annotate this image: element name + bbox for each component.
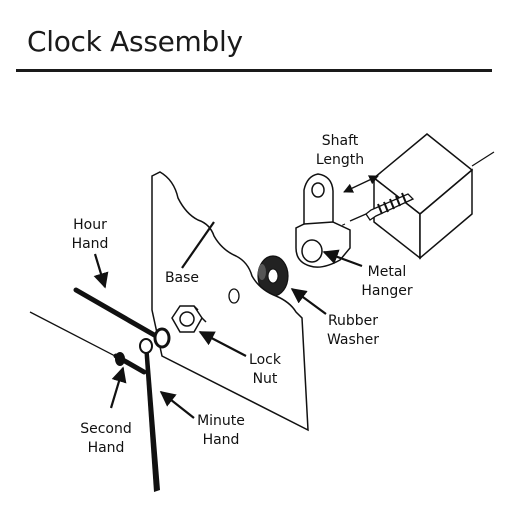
label-minute-hand: Minute Hand <box>197 413 245 448</box>
page-title: Clock Assembly <box>27 25 243 58</box>
label-shaft-length: Shaft Length <box>316 133 364 168</box>
hour-hand <box>73 287 171 349</box>
small-washer <box>228 288 240 304</box>
threaded-shaft <box>349 192 415 222</box>
label-rubber-washer: Rubber Washer <box>327 313 379 348</box>
label-minute-hand-line1: Minute <box>197 413 245 429</box>
label-second-hand-line1: Second <box>80 421 132 437</box>
second-hand <box>29 311 147 375</box>
clock-movement-box <box>372 133 495 260</box>
label-base-line1: Base <box>165 270 199 286</box>
label-second-hand: Second Hand <box>80 421 132 456</box>
label-shaft-length-line1: Shaft <box>322 133 359 149</box>
label-lock-nut: Lock Nut <box>249 352 282 387</box>
label-second-hand-line2: Hand <box>88 440 125 456</box>
label-rubber-washer-line2: Washer <box>327 332 379 348</box>
rubber-washer <box>257 255 289 297</box>
leader-second-hand <box>109 366 127 409</box>
label-rubber-washer-line1: Rubber <box>328 313 378 329</box>
label-hour-hand-line1: Hour <box>73 217 107 233</box>
leader-hour-hand <box>93 253 109 289</box>
label-metal-hanger-line2: Hanger <box>361 283 412 299</box>
title-divider <box>16 69 492 72</box>
metal-hanger <box>295 173 351 268</box>
label-base: Base <box>165 270 199 286</box>
leader-lines <box>93 221 363 419</box>
leader-metal-hanger <box>322 249 363 268</box>
label-lock-nut-line1: Lock <box>249 352 282 368</box>
label-minute-hand-line2: Hand <box>203 432 240 448</box>
label-shaft-length-line2: Length <box>316 152 364 168</box>
label-metal-hanger: Metal Hanger <box>361 264 412 299</box>
leader-base <box>181 221 215 269</box>
leader-lock-nut <box>198 331 247 357</box>
label-hour-hand: Hour Hand <box>72 217 109 252</box>
leader-minute-hand <box>159 391 195 419</box>
label-lock-nut-line2: Nut <box>253 371 278 387</box>
shaft-length-dimension <box>343 175 379 193</box>
label-hour-hand-line2: Hand <box>72 236 109 252</box>
label-metal-hanger-line1: Metal <box>368 264 407 280</box>
leader-rubber-washer <box>290 288 327 315</box>
minute-hand <box>139 338 160 492</box>
lock-nut <box>171 305 207 333</box>
